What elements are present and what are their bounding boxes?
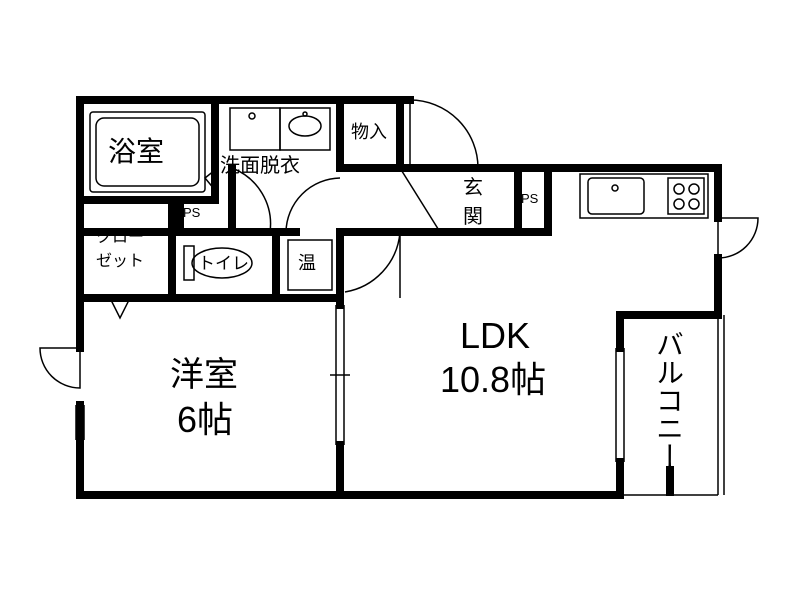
room-label-western-room-size: 6帖 xyxy=(177,399,234,440)
room-label-ldk: LDK xyxy=(460,315,531,356)
water-heater-box xyxy=(287,239,333,291)
kitchen-counter xyxy=(579,173,709,219)
room-label-ldk-size: 10.8帖 xyxy=(440,359,547,400)
room-label-entrance-line2: 関 xyxy=(463,204,483,228)
room-label-ps-left: PS xyxy=(183,205,201,220)
room-label-water-heater: 温 xyxy=(298,253,316,274)
room-label-washroom: 洗面脱衣 xyxy=(220,153,300,177)
room-label-ps-right: PS xyxy=(521,191,539,206)
room-label-entrance-line1: 玄 xyxy=(463,175,483,199)
room-label-bath: 浴室 xyxy=(108,135,165,168)
room-label-toilet: トイレ xyxy=(198,254,249,274)
room-label-closet-line2: ゼット xyxy=(96,251,145,270)
room-label-closet-line1: クロー xyxy=(96,227,145,246)
room-label-western-room: 洋室 xyxy=(170,355,238,395)
room-label-balcony: バルコニー xyxy=(652,330,685,470)
wash-basin xyxy=(229,107,331,151)
sliding-doors xyxy=(75,305,625,462)
swing-doors xyxy=(39,99,759,389)
bathtub xyxy=(89,111,206,193)
toilet-fixture xyxy=(183,245,253,281)
room-label-storage: 物入 xyxy=(351,122,387,143)
